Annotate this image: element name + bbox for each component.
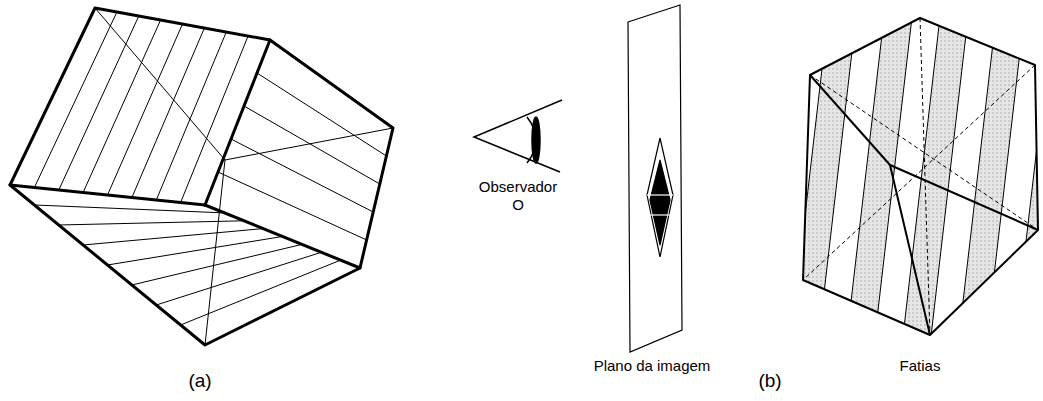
panel-letter: (b) — [740, 370, 800, 392]
image-plane — [628, 5, 682, 352]
sliced-cube-view — [10, 8, 393, 345]
part-label: Fatias — [875, 357, 965, 375]
observer-eye — [474, 100, 562, 172]
part-label: Observador O — [473, 178, 563, 214]
slice-cube — [790, 0, 1043, 345]
part-label: Plano da imagem — [567, 357, 737, 375]
panel-letter: (a) — [170, 370, 230, 392]
